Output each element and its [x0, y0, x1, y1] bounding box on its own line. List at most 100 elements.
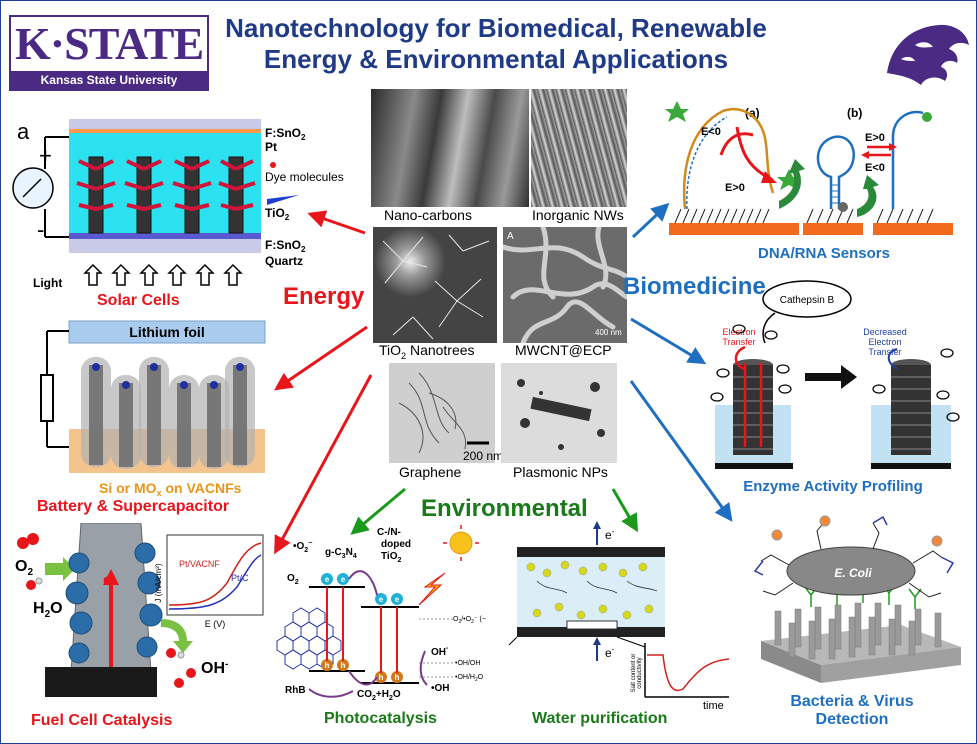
- mwcnt-image: A 400 nm: [503, 227, 627, 343]
- energy-category-label: Energy: [283, 283, 365, 310]
- electron-transfer-2: Transfer: [722, 337, 755, 347]
- si-mox-label: Si or MOx on VACNFs: [99, 480, 242, 498]
- nanotree-spikes-icon: [382, 234, 490, 340]
- ecoli-cell-icon: [786, 546, 916, 596]
- ecoli-label: E. Coli: [834, 566, 872, 580]
- plasmonic-label: Plasmonic NPs: [513, 464, 608, 480]
- dna-b-e-gt0: E>0: [865, 132, 885, 144]
- photo-doped-3: TiO2: [381, 551, 401, 564]
- photo-oh-rad: •OH: [431, 683, 450, 694]
- bacteria-detection-diagram: E. Coli: [753, 515, 961, 683]
- light-arrows-icon: [83, 263, 243, 286]
- bacteria-caption-line-1: Bacteria & Virus: [790, 693, 914, 710]
- mwcnt-tubes-icon: A 400 nm: [503, 227, 627, 343]
- photo-right-ohoh: •OH/OH: [455, 660, 480, 667]
- legend-pt-vacnf: Pt/VACNF: [179, 559, 220, 569]
- solar-nanotrees: [76, 156, 256, 234]
- fluorophore-star-icon: [665, 101, 689, 122]
- electron-transfer-1: Electron: [722, 327, 755, 337]
- inorganic-nws-label: Inorganic NWs: [532, 207, 624, 223]
- dna-panel-b: (b): [847, 106, 862, 120]
- h-label-2: h: [341, 661, 346, 670]
- photo-rhb: RhB: [285, 685, 306, 696]
- nano-carbons-label: Nano-carbons: [384, 207, 472, 223]
- mwcnt-label: MWCNT@ECP: [515, 342, 612, 358]
- dna-sensor-caption: DNA/RNA Sensors: [758, 245, 890, 262]
- bacteria-caption: Bacteria & Virus Detection: [757, 693, 947, 729]
- solar-cell-diagram: a + -: [12, 119, 344, 290]
- photocatalysis-caption: Photocatalysis: [324, 710, 437, 727]
- graphene-label: Graphene: [399, 464, 462, 480]
- graphene-flakes-icon: [398, 372, 489, 454]
- photo-gc3n4: g-C3N4: [325, 547, 357, 560]
- dna-sensor-diagram: (a) (b) E<0 E>0 E>0 E<0: [665, 101, 953, 235]
- solar-fsno2-top: F:SnO2: [265, 126, 306, 142]
- transition-arrow-icon: [805, 365, 857, 389]
- mwcnt-scale: 400 nm: [595, 328, 622, 337]
- water-plot-xlabel: time: [703, 700, 724, 711]
- dna-e-lt0: E<0: [701, 126, 721, 138]
- water-plot-ylabel-2: conductivity: [637, 657, 643, 688]
- solar-plus: +: [39, 143, 52, 168]
- vacnf-pillars: [81, 357, 255, 469]
- plasmonic-particles-icon: [517, 379, 605, 450]
- graphene-scale-bar: 200 nm: [463, 449, 504, 463]
- h-label-3: h: [379, 673, 384, 682]
- graphene-image: [389, 363, 495, 463]
- water-e-top: e-: [605, 527, 615, 542]
- solar-quartz-label: Quartz: [265, 254, 303, 268]
- photo-oh-left: OH-: [431, 645, 449, 658]
- nano-carbons-image: [371, 89, 529, 207]
- solar-dye-label: Dye molecules: [265, 170, 344, 184]
- electrode-stack-left: [733, 359, 773, 455]
- fuel-o2-label: O2: [15, 558, 33, 578]
- arrow-to-battery: [274, 325, 368, 391]
- photo-right-ohh2o: •OH/H2O: [455, 674, 484, 683]
- plasmonic-image: [501, 363, 617, 463]
- fuel-h2o-label: H2O: [33, 600, 63, 620]
- fuel-electron-label: e-: [103, 571, 115, 589]
- fuel-plot-ylabel: J (mA/cm²): [154, 563, 163, 602]
- lightning-icon: [418, 572, 446, 606]
- battery-caption: Battery & Supercapacitor: [37, 498, 230, 515]
- bacteria-caption-line-2: Detection: [815, 711, 889, 728]
- nanopillars: [774, 602, 942, 660]
- enzyme-profiling-diagram: Cathepsin B Electron Transfer Decreased …: [710, 280, 960, 469]
- fuel-cell-caption: Fuel Cell Catalysis: [31, 712, 173, 729]
- solar-fsno2-bottom: F:SnO2: [265, 238, 306, 254]
- water-plot-ylabel-1: Salt content or: [631, 654, 637, 693]
- title-line-1: Nanotechnology for Biomedical, Renewable: [225, 13, 767, 43]
- water-purification-diagram: e- e- Salt content or conductivity time: [508, 521, 730, 711]
- solar-minus: -: [37, 217, 44, 242]
- photo-o2-radical: •O2−: [293, 540, 312, 554]
- solar-cells-caption: Solar Cells: [97, 292, 180, 309]
- solar-tio2-label: TiO2: [265, 206, 290, 222]
- enzyme-caption: Enzyme Activity Profiling: [743, 478, 923, 495]
- fuel-cell-diagram: O2 H2O e- OH- J (mA/cm²) E (V) Pt/VACNF …: [15, 523, 264, 697]
- lithium-foil-label: Lithium foil: [129, 324, 204, 340]
- water-e-bottom: e-: [605, 645, 615, 660]
- legend-pt-c: Pt/C: [231, 573, 249, 583]
- electrode-stack-right: [891, 359, 931, 455]
- page-title: Nanotechnology for Biomedical, Renewable…: [216, 13, 776, 75]
- photo-o2: O2: [287, 573, 299, 586]
- tio2-nanotrees-label: TiO2 Nanotrees: [379, 342, 475, 361]
- dna-e-gt0: E>0: [725, 182, 745, 194]
- biomedicine-category-label: Biomedicine: [623, 273, 766, 300]
- e-label-4: e: [395, 595, 400, 604]
- gc3n4-lattice-icon: [276, 607, 342, 670]
- green-curved-arrow-icon: [779, 159, 805, 209]
- mwcnt-panel-letter: A: [507, 231, 514, 242]
- fuel-plot-xlabel: E (V): [205, 619, 226, 629]
- tio2-nanotrees-image: [373, 227, 497, 343]
- ion-particles: [526, 560, 654, 620]
- decreased-1: Decreased: [863, 327, 907, 337]
- decreased-2: Electron: [868, 337, 901, 347]
- photo-co2: CO2+H2O: [357, 689, 401, 702]
- resistor-icon: [40, 374, 54, 422]
- h-label-4: h: [395, 673, 400, 682]
- solar-pt-label: Pt: [265, 140, 277, 154]
- e-label-3: e: [379, 595, 384, 604]
